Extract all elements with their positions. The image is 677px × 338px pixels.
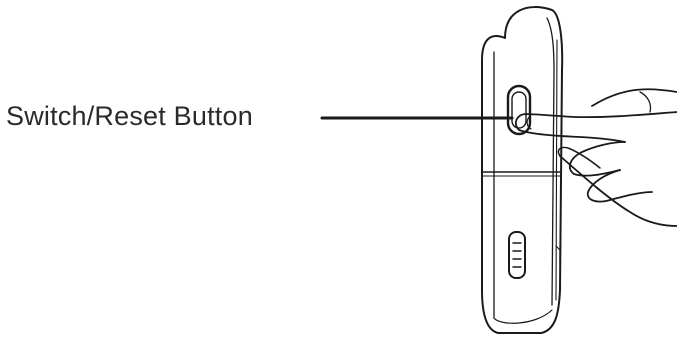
usb-port-icon	[508, 231, 526, 279]
pointing-hand-icon	[514, 88, 677, 227]
device-outline	[481, 6, 564, 334]
fingernail	[526, 115, 532, 130]
hand-palm	[559, 155, 677, 227]
thumb	[557, 146, 601, 169]
device-right-face-2	[555, 39, 558, 301]
switch-reset-button-icon	[506, 84, 532, 136]
switch-reset-button-label: Switch/Reset Button	[6, 101, 253, 131]
button-inner	[511, 91, 527, 129]
device-side-view-icon	[481, 6, 564, 334]
device-notch	[555, 245, 561, 263]
hand-knuckle	[639, 91, 652, 113]
device-right-face	[546, 17, 555, 306]
curled-finger-1	[568, 141, 626, 177]
curled-finger-2	[586, 169, 653, 203]
button-outer	[506, 84, 532, 136]
port-outer	[508, 231, 526, 279]
hand-top	[591, 88, 677, 107]
device-bottom	[493, 309, 553, 324]
index-finger	[514, 111, 677, 143]
